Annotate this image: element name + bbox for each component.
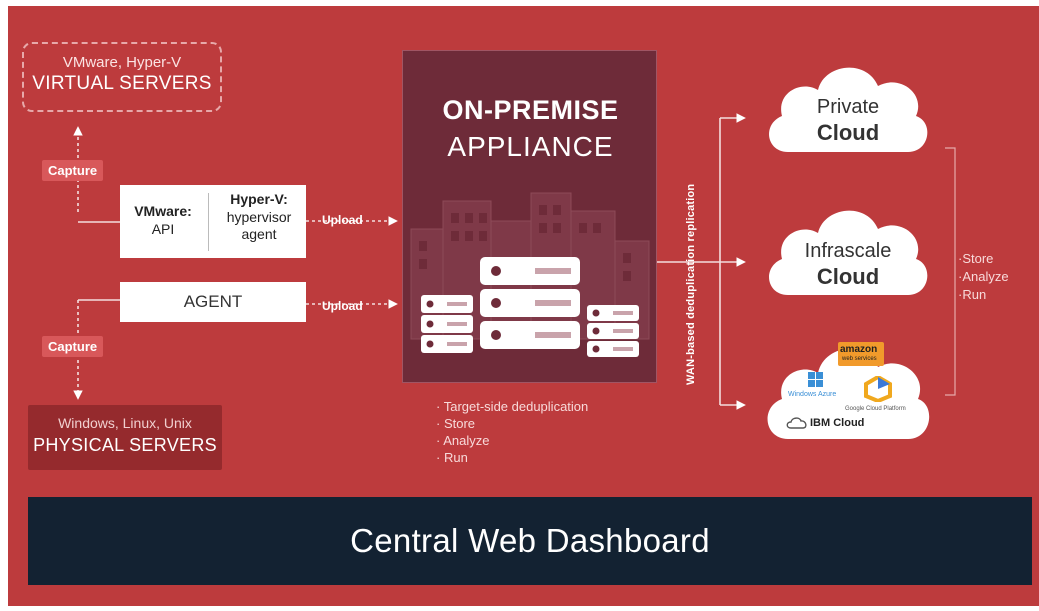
- cloud-features-list: Store Analyze Run: [958, 250, 1009, 304]
- upload-label-agent: Upload: [322, 299, 363, 313]
- cloud-feature-item: Run: [958, 286, 1009, 304]
- amazon-logo-text: amazon: [840, 344, 878, 355]
- private-cloud-label-line2: Cloud: [816, 120, 880, 145]
- google-cloud-logo-icon: [864, 376, 892, 402]
- appliance-title-line2: APPLIANCE: [447, 131, 614, 162]
- ibm-cloud-text: IBM Cloud: [810, 417, 865, 429]
- virtual-servers-subtitle: VMware, Hyper-V: [62, 54, 182, 71]
- on-premise-appliance-panel: ON-PREMISE APPLIANCE: [402, 50, 657, 383]
- hyperv-sub-line2: agent: [241, 226, 277, 242]
- physical-servers-box: Windows, Linux, Unix PHYSICAL SERVERS: [28, 405, 222, 470]
- capture-label-bottom: Capture: [42, 336, 104, 357]
- private-cloud-label-line1: Private: [816, 96, 880, 118]
- central-web-dashboard-bar: Central Web Dashboard: [28, 497, 1032, 585]
- appliance-feature-item: Analyze: [436, 432, 588, 449]
- physical-servers-subtitle: Windows, Linux, Unix: [58, 415, 192, 431]
- vmware-title: VMware:: [134, 203, 192, 219]
- windows-logo-icon: [808, 372, 823, 387]
- public-cloud-shape: [767, 348, 930, 439]
- hyperv-sub-line1: hypervisor: [226, 209, 292, 225]
- server-stack-illustration: [410, 192, 650, 357]
- cloud-feature-item: Analyze: [958, 268, 1008, 286]
- wan-replication-label: WAN-based deduplication replication: [685, 183, 697, 385]
- appliance-feature-item: Store: [436, 415, 588, 432]
- server-units: [421, 257, 639, 357]
- google-cloud-text: Google Cloud Platform: [845, 406, 906, 412]
- appliance-features-list: Target-side deduplication Store Analyze …: [436, 398, 588, 466]
- amazon-logo-subtext: web services: [842, 356, 877, 362]
- virtual-servers-title: VIRTUAL SERVERS: [32, 73, 212, 94]
- capture-label-top: Capture: [42, 160, 104, 181]
- physical-servers-title: PHYSICAL SERVERS: [33, 435, 217, 455]
- appliance-title-line1: ON-PREMISE: [442, 95, 619, 125]
- upload-label-hypervisor: Upload: [322, 213, 363, 227]
- virtual-servers-box: VMware, Hyper-V VIRTUAL SERVERS: [22, 42, 222, 112]
- hyperv-title: Hyper-V:: [230, 191, 288, 207]
- ibm-cloud-logo-icon: [786, 417, 807, 429]
- hypervisor-box: VMware: API Hyper-V: hypervisor agent: [120, 185, 306, 258]
- infrascale-cloud-label-line1: Infrascale: [804, 240, 892, 262]
- windows-azure-text: Windows Azure: [788, 391, 837, 398]
- cloud-feature-item: Store: [958, 250, 1009, 268]
- amazon-logo-icon: [838, 342, 884, 366]
- appliance-feature-item: Run: [436, 449, 588, 466]
- agent-box: AGENT: [120, 282, 306, 322]
- hypervisor-divider: [208, 193, 209, 251]
- vmware-api: API: [151, 221, 175, 237]
- private-cloud-shape: [769, 67, 928, 152]
- infrascale-cloud-label-line2: Cloud: [816, 264, 880, 289]
- appliance-feature-item: Target-side deduplication: [436, 398, 589, 415]
- cloud-features-bracket: [945, 147, 956, 396]
- infrascale-cloud-shape: [769, 210, 928, 295]
